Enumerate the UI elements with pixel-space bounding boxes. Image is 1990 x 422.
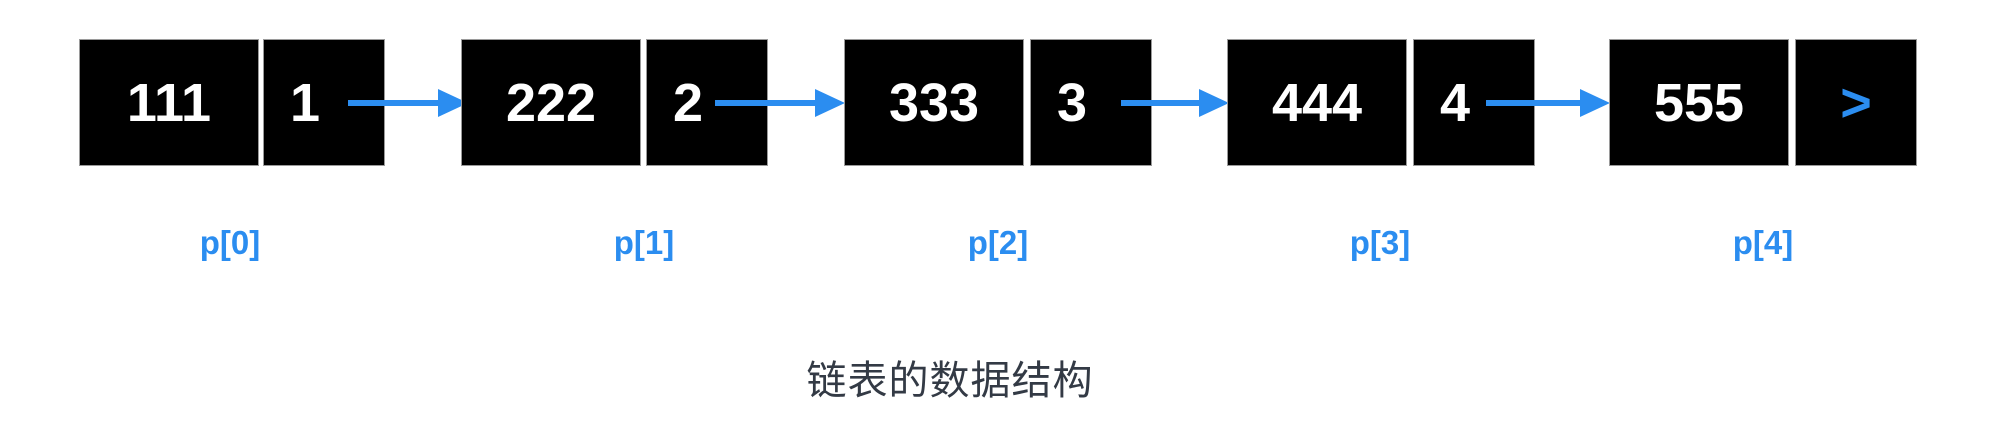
node-1-value: 222 [462,40,640,165]
node-1-next-text: 2 [672,72,704,133]
pointer-label-2: p[2] [967,224,1029,261]
node-2-value: 333 [845,40,1023,165]
node-3-next-text: 4 [1439,72,1471,133]
node-1-next: 2 [647,40,767,165]
pointer-label-4: p[4] [1732,224,1794,261]
arrow-right-icon [715,89,845,117]
node-4-next: > [1796,40,1916,165]
node-3-value: 444 [1228,40,1406,165]
arrow-right-icon [1486,89,1610,117]
pointer-label-0: p[0] [199,224,261,261]
arrow-right-icon [348,89,468,117]
diagram-caption: 链表的数据结构 [806,358,1094,404]
pointer-label-3: p[3] [1349,224,1411,261]
node-2-next-text: 3 [1056,72,1088,133]
chevron-right-icon: > [1840,72,1872,133]
node-4-value: 555 [1610,40,1788,165]
arrow-right-icon [1121,89,1229,117]
pointer-label-1: p[1] [613,224,675,261]
node-0-value: 111 [80,40,258,165]
node-0-next-text: 1 [289,72,321,133]
